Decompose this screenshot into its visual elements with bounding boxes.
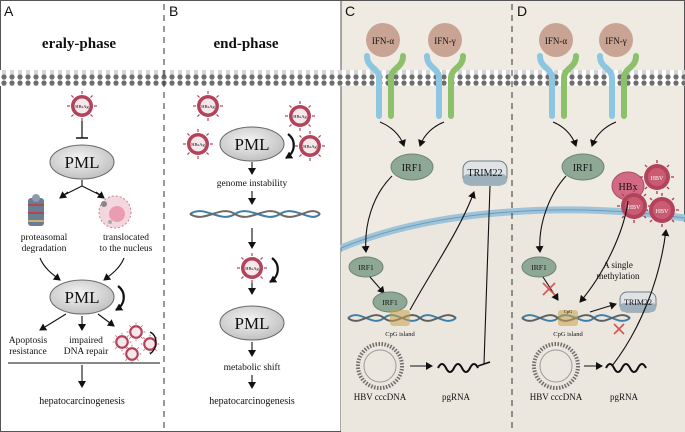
hepatocarcinogenesis-a: hepatocarcinogenesis xyxy=(39,396,125,407)
dna-helix-b xyxy=(189,210,321,218)
svg-text:HBsAg: HBsAg xyxy=(201,104,215,109)
pml-label-a1: PML xyxy=(65,153,100,172)
pml-body-a1 xyxy=(49,144,115,180)
cpg-island-label-c: CpG island xyxy=(385,331,415,338)
irf1-c1 xyxy=(390,153,434,181)
apoptosis-text-2: resistance xyxy=(9,347,46,357)
pml-body-b2 xyxy=(219,305,285,341)
apoptosis-text-1: Apoptosis xyxy=(9,336,48,346)
pml-body-a2 xyxy=(49,279,115,315)
pml-cycle-arrow-a xyxy=(115,285,125,311)
ifn-alpha-d xyxy=(539,23,573,57)
panel-c-d-border xyxy=(340,0,685,432)
irf1-d1 xyxy=(561,153,605,181)
ifn-alpha-label-d: IFN-α xyxy=(545,36,567,46)
pml-label-b2: PML xyxy=(235,314,270,333)
pgrna-label-c: pgRNA xyxy=(442,392,471,402)
methylation-text-1: A single xyxy=(603,260,633,270)
nucleus-region xyxy=(341,213,685,432)
svg-text:HBsAg: HBsAg xyxy=(245,266,259,271)
trim22-label-d: TRIM22 xyxy=(624,298,652,307)
ifn-alpha-c xyxy=(366,23,400,57)
irf1-label-d1: IRF1 xyxy=(573,163,594,174)
irf1-label-c3: IRF1 xyxy=(382,298,398,307)
hbv-label-3: HBV xyxy=(656,209,669,215)
impaired-text-2: DNA repair xyxy=(64,347,109,357)
cell-membrane xyxy=(0,70,685,86)
panel-b-title: end-phase xyxy=(213,36,278,52)
cccdna-c xyxy=(356,342,404,390)
hbv-label-2: HBV xyxy=(628,205,641,211)
ifn-gamma-d xyxy=(599,23,633,57)
nucleus-icon xyxy=(98,195,132,229)
dna-helix-c xyxy=(347,310,457,326)
cccdna-d xyxy=(532,342,580,390)
trim22-d xyxy=(619,291,657,313)
svg-text:HBsAg: HBsAg xyxy=(191,142,205,147)
cpg-mark-d: CpG xyxy=(564,309,573,314)
translocated-text-1: translocated xyxy=(103,233,149,243)
pgrna-strand-c xyxy=(437,363,479,373)
irf1-c3 xyxy=(372,291,408,313)
proteasomal-text-2: degradation xyxy=(22,244,67,254)
pml-body-b1 xyxy=(219,126,285,162)
virus-cluster-a xyxy=(112,322,160,364)
svg-text:HBsAg: HBsAg xyxy=(303,144,317,149)
svg-text:HBsAg: HBsAg xyxy=(293,114,307,119)
irf1-label-c1: IRF1 xyxy=(402,163,423,174)
cccdna-label-c: HBV cccDNA xyxy=(354,392,407,402)
impaired-text-1: impaired xyxy=(69,336,103,346)
pgrna-strand-d xyxy=(605,363,647,373)
proteasome-icon xyxy=(28,194,44,226)
metabolic-shift-text: metabolic shift xyxy=(224,362,281,373)
dna-helix-d xyxy=(521,310,631,326)
trim22-c xyxy=(462,160,508,186)
hepatocarcinogenesis-b: hepatocarcinogenesis xyxy=(209,396,295,407)
panel-letter-c: C xyxy=(345,3,355,19)
trim22-label-c: TRIM22 xyxy=(468,168,503,179)
ifn-gamma-c xyxy=(428,23,462,57)
blocked-mark-d1 xyxy=(542,282,556,296)
ifn-gamma-label-d: IFN-γ xyxy=(605,36,626,46)
genome-instability-text: genome instability xyxy=(217,179,288,189)
panel-letter-b: B xyxy=(169,3,178,19)
pgrna-label-d: pgRNA xyxy=(610,392,639,402)
irf1-label-d2: IRF1 xyxy=(531,263,547,272)
irf1-d2 xyxy=(521,256,557,278)
proteasomal-text-1: proteasomal xyxy=(21,233,68,243)
ifn-gamma-label-c: IFN-γ xyxy=(434,36,455,46)
cpg-island-label-d: CpG island xyxy=(553,331,583,338)
inhibition-mark-c xyxy=(477,361,491,367)
ifn-alpha-label-c: IFN-α xyxy=(372,36,394,46)
methylation-text-2: methylation xyxy=(597,271,640,281)
translocated-text-2: to the nucleus xyxy=(100,244,153,254)
hbv-label-1: HBV xyxy=(651,176,664,182)
panel-letter-d: D xyxy=(517,3,527,19)
hbsag-label-a: HBsAg xyxy=(75,104,89,109)
hbx-label-d: HBx xyxy=(619,182,638,193)
irf1-label-c2: IRF1 xyxy=(358,263,374,272)
panel-a-title: eraly-phase xyxy=(42,36,117,52)
panel-letter-a: A xyxy=(4,3,14,19)
blocked-mark-d2 xyxy=(613,323,625,335)
irf1-c2 xyxy=(348,256,384,278)
cccdna-label-d: HBV cccDNA xyxy=(530,392,583,402)
pml-label-b1: PML xyxy=(235,135,270,154)
pml-label-a2: PML xyxy=(65,288,100,307)
